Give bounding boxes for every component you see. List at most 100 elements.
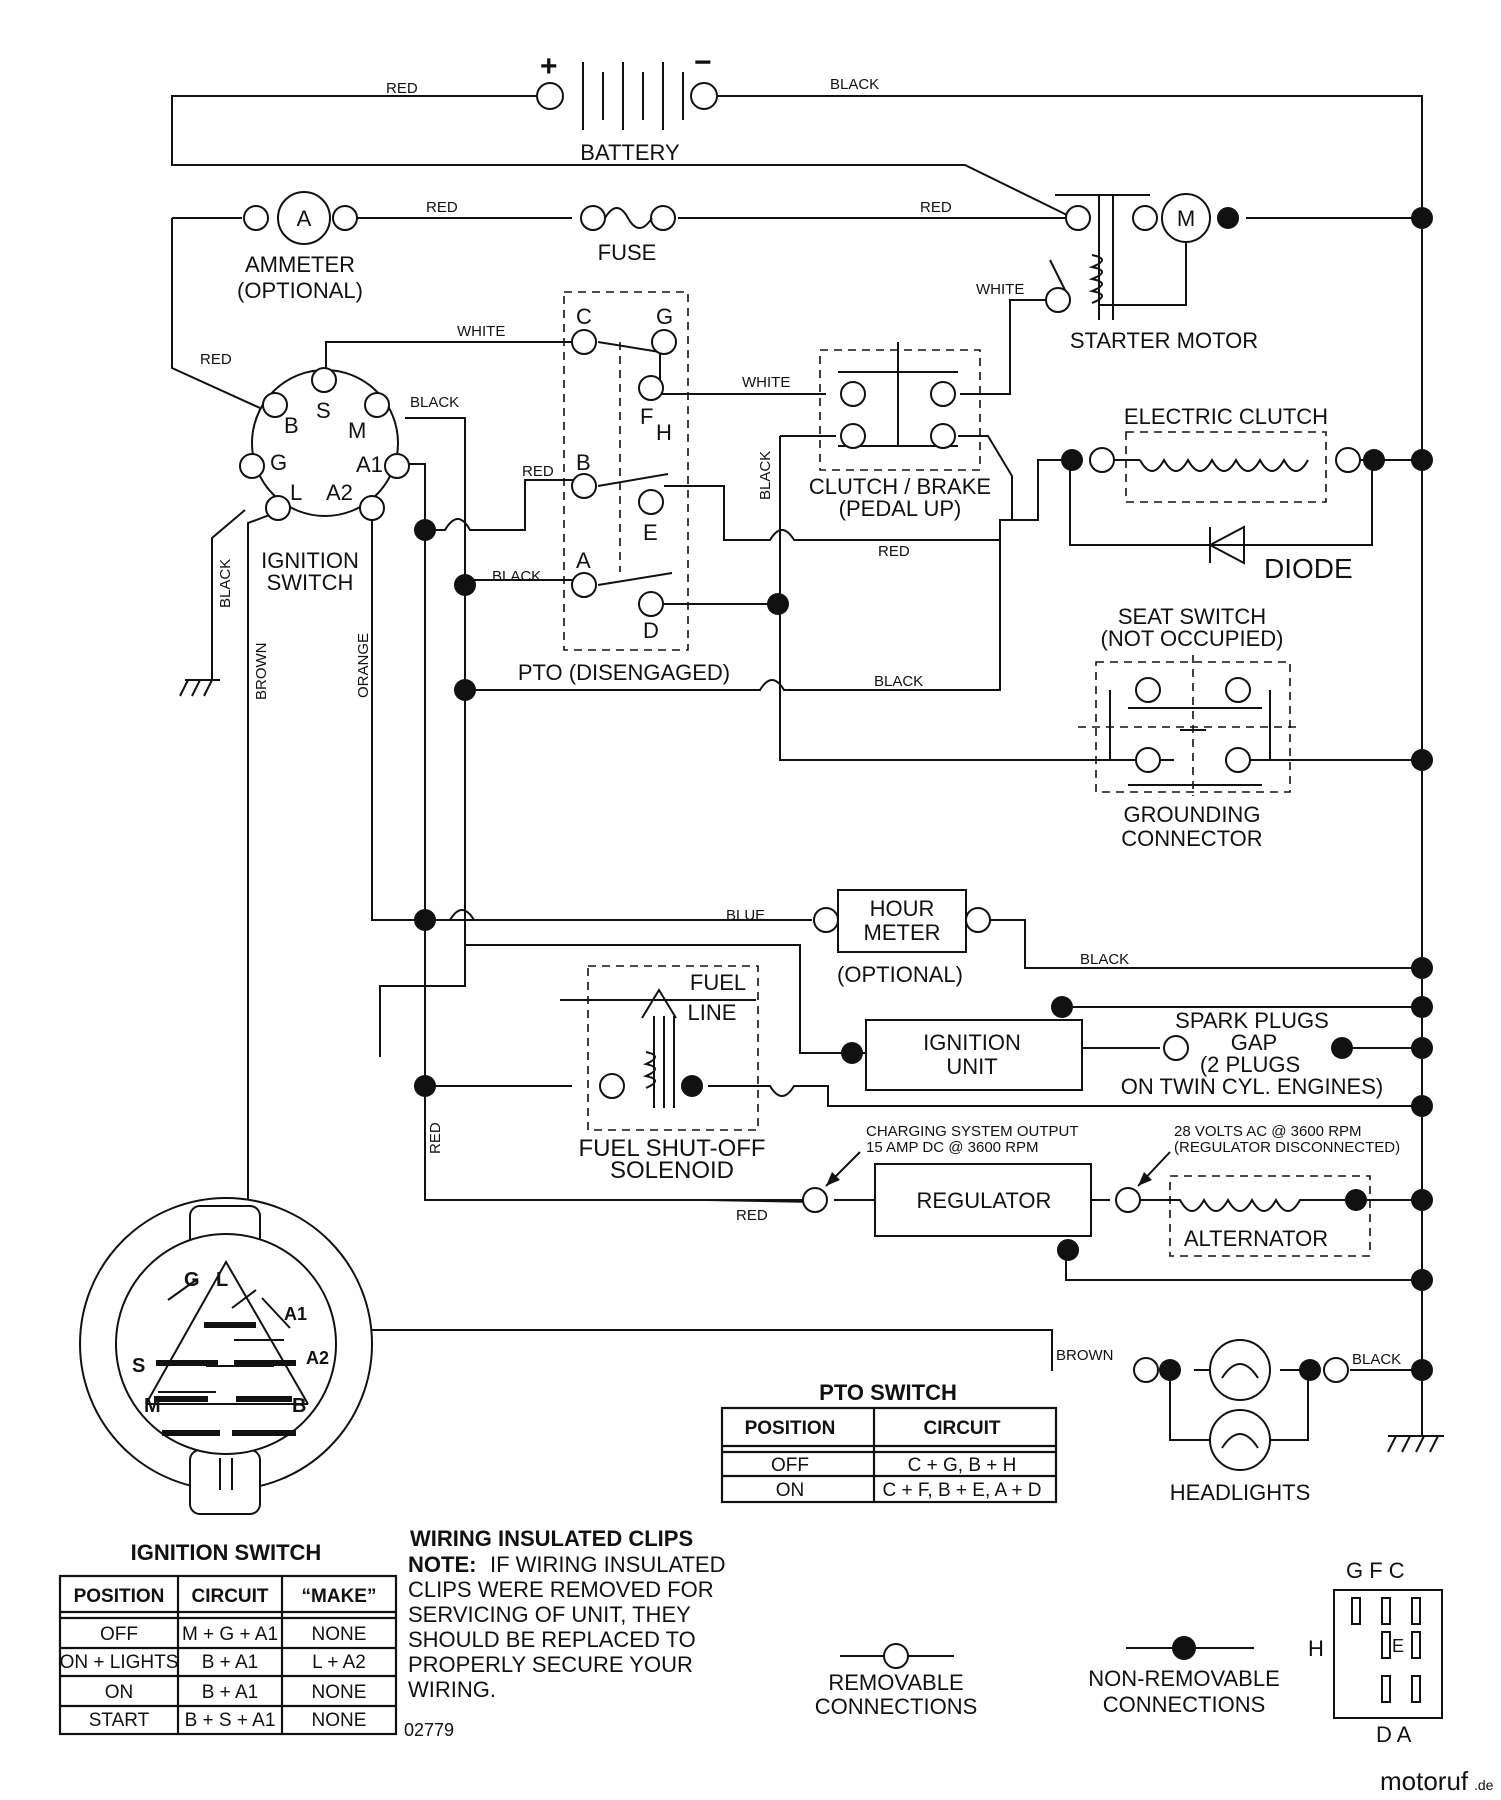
diode-label: DIODE [1264, 553, 1353, 584]
ign-term-s: S [316, 398, 331, 423]
wire-red-fuse: RED [920, 199, 952, 216]
watermark: motoruf .de [1380, 1766, 1494, 1796]
ignition-switch-label-1: IGNITION [261, 548, 359, 573]
ign-r1-circ: M + G + A1 [182, 1624, 278, 1645]
wire-black-pto: BLACK [492, 568, 541, 585]
note-title: WIRING INSULATED CLIPS [410, 1526, 693, 1551]
ignition-switch: B S M G A1 L A2 IGNITION SWITCH [239, 367, 410, 595]
pto-term-h: H [656, 420, 672, 445]
hour-meter-label-1: HOUR [870, 896, 935, 921]
clutch-brake-label: CLUTCH / BRAKE [809, 474, 991, 499]
wire-black-hour: BLACK [1080, 951, 1129, 968]
ign-r3-pos: ON [105, 1682, 134, 1703]
ign-r2-pos: ON + LIGHTS [60, 1652, 179, 1673]
spark-plugs: SPARK PLUGS GAP (2 PLUGS ON TWIN CYL. EN… [1121, 1008, 1383, 1099]
pto-table: PTO SWITCH POSITION CIRCUIT OFF C + G, B… [720, 1380, 1058, 1504]
pto-term-f: F [640, 404, 653, 429]
ign-r3-make: NONE [312, 1682, 367, 1703]
pto-term-a: A [576, 548, 591, 573]
ign-r2-make: L + A2 [312, 1652, 366, 1673]
legend: REMOVABLE CONNECTIONS NON-REMOVABLE CONN… [815, 1636, 1280, 1719]
wire-black-ign: BLACK [410, 394, 459, 411]
legend-nonremovable-1: NON-REMOVABLE [1088, 1666, 1280, 1691]
ignition-unit: IGNITION UNIT [865, 1019, 1083, 1091]
grounding-connector-2: CONNECTOR [1121, 826, 1262, 851]
seat-switch-state: (NOT OCCUPIED) [1101, 626, 1284, 651]
spark-plugs-3: (2 PLUGS [1200, 1052, 1300, 1077]
pto-term-b: B [576, 450, 591, 475]
hour-meter: HOUR METER (OPTIONAL) [813, 889, 991, 987]
alternator: 28 VOLTS AC @ 3600 RPM (REGULATOR DISCON… [1137, 1123, 1400, 1257]
wire-brown-vertical: BROWN [253, 643, 270, 701]
face-label-b: B [292, 1395, 306, 1417]
note-line-5: PROPERLY SECURE YOUR [408, 1652, 693, 1677]
face-label-a1: A1 [284, 1304, 307, 1324]
spark-plugs-2: GAP [1231, 1030, 1277, 1055]
wire-red-pto: RED [522, 463, 554, 480]
spark-plugs-1: SPARK PLUGS [1175, 1008, 1329, 1033]
wire-red-clutch: RED [878, 543, 910, 560]
regulator-label: REGULATOR [917, 1188, 1052, 1213]
note-line-3: SERVICING OF UNIT, THEY [408, 1602, 691, 1627]
pto-term-side: H [1308, 1636, 1324, 1661]
fuel-solenoid: FUEL LINE FUEL SHUT-OFF SOLENOID [560, 965, 766, 1184]
pto-term-top: G F C [1346, 1558, 1405, 1583]
legend-nonremovable-2: CONNECTIONS [1103, 1692, 1266, 1717]
wire-black-vertical-clutch: BLACK [757, 451, 774, 500]
spark-plugs-4: ON TWIN CYL. ENGINES) [1121, 1074, 1383, 1099]
wire-white-clutch: WHITE [742, 374, 790, 391]
note-lead: NOTE: [408, 1552, 476, 1577]
pto-terminal-diagram: G F C H E D A [1308, 1558, 1443, 1747]
wire-red-ign: RED [200, 351, 232, 368]
fuel-solenoid-label-1: FUEL SHUT-OFF [578, 1135, 765, 1162]
ign-th-circuit: CIRCUIT [191, 1586, 268, 1607]
ign-term-a2: A2 [326, 480, 353, 505]
ign-term-l: L [290, 480, 302, 505]
pto-table-title: PTO SWITCH [819, 1380, 957, 1405]
face-label-a2: A2 [306, 1348, 329, 1368]
wire-red-battery: RED [386, 80, 418, 97]
ammeter-label: AMMETER [245, 252, 355, 277]
electric-clutch-label: ELECTRIC CLUTCH [1124, 404, 1328, 429]
ignition-table: IGNITION SWITCH POSITION CIRCUIT “MAKE” … [58, 1540, 398, 1736]
note-line-4: SHOULD BE REPLACED TO [408, 1627, 696, 1652]
wire-orange-vertical: ORANGE [355, 633, 372, 698]
note-line-2: CLIPS WERE REMOVED FOR [408, 1577, 714, 1602]
wire-blue: BLUE [726, 907, 765, 924]
headlights: HEADLIGHTS [1133, 1339, 1349, 1505]
battery: + − BATTERY [536, 46, 718, 165]
wire-brown-headlight: BROWN [1056, 1347, 1114, 1364]
watermark-text: motoruf [1380, 1766, 1469, 1796]
face-label-s: S [132, 1355, 145, 1377]
seat-switch-label: SEAT SWITCH [1118, 604, 1266, 629]
hour-meter-label-2: METER [864, 920, 941, 945]
wire-red-vertical: RED [427, 1122, 444, 1154]
ign-r3-circ: B + A1 [202, 1682, 259, 1703]
ign-r1-make: NONE [312, 1624, 367, 1645]
wire-black-battery: BLACK [830, 76, 879, 93]
pto-r1-circ: C + G, B + H [908, 1455, 1017, 1476]
grounding-connector-1: GROUNDING [1124, 802, 1261, 827]
pto-term-d: D [643, 618, 659, 643]
starter-motor-label: STARTER MOTOR [1070, 328, 1258, 353]
ign-term-b: B [284, 413, 299, 438]
battery-label: BATTERY [580, 140, 680, 165]
legend-removable-2: CONNECTIONS [815, 1694, 978, 1719]
wire-red-ammeter: RED [426, 199, 458, 216]
pto-term-g: G [656, 304, 673, 329]
battery-plus: + [540, 50, 558, 83]
face-label-g: G [184, 1269, 200, 1291]
wire-black-headlight: BLACK [1352, 1351, 1401, 1368]
volts-ac-2: (REGULATOR DISCONNECTED) [1174, 1139, 1400, 1156]
ign-th-make: “MAKE” [302, 1586, 377, 1607]
ignition-switch-face: G L A1 S A2 M B [79, 1197, 373, 1515]
pto-label: PTO (DISENGAGED) [518, 660, 730, 685]
pto-r2-circ: C + F, B + E, A + D [883, 1480, 1042, 1501]
hour-meter-optional: (OPTIONAL) [837, 962, 963, 987]
wire-red-regulator: RED [736, 1207, 768, 1224]
ignition-table-title: IGNITION SWITCH [131, 1540, 322, 1565]
junction-dots [414, 207, 1433, 1381]
watermark-suffix: .de [1474, 1777, 1494, 1793]
pto-term-middle: E [1392, 1636, 1404, 1656]
